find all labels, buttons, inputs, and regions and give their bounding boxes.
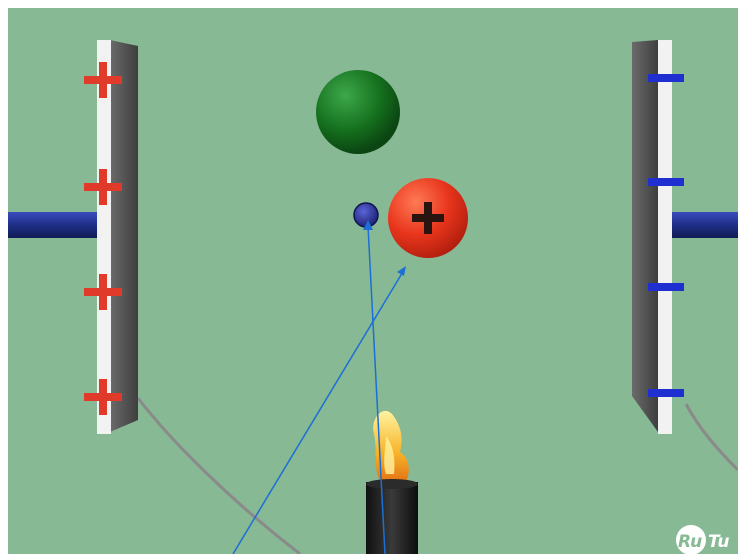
watermark-text-1: Ru — [678, 532, 702, 552]
positive-plate-side — [110, 40, 138, 432]
negative-plate-side — [632, 40, 658, 432]
negative-plate-face — [658, 40, 672, 434]
electron — [354, 203, 378, 227]
burner-rim — [366, 479, 418, 489]
positive-plate-face — [97, 40, 111, 434]
positive-ion — [388, 178, 468, 258]
negative-charge-mark — [648, 74, 684, 82]
right-rod — [672, 212, 738, 238]
neutral-particle — [316, 70, 400, 154]
burner-pipe — [366, 482, 418, 554]
negative-charge-mark — [648, 389, 684, 397]
negative-charge-mark — [648, 178, 684, 186]
left-rod — [8, 212, 100, 238]
negative-charge-mark — [648, 283, 684, 291]
watermark-text-2: Tu — [708, 532, 730, 552]
